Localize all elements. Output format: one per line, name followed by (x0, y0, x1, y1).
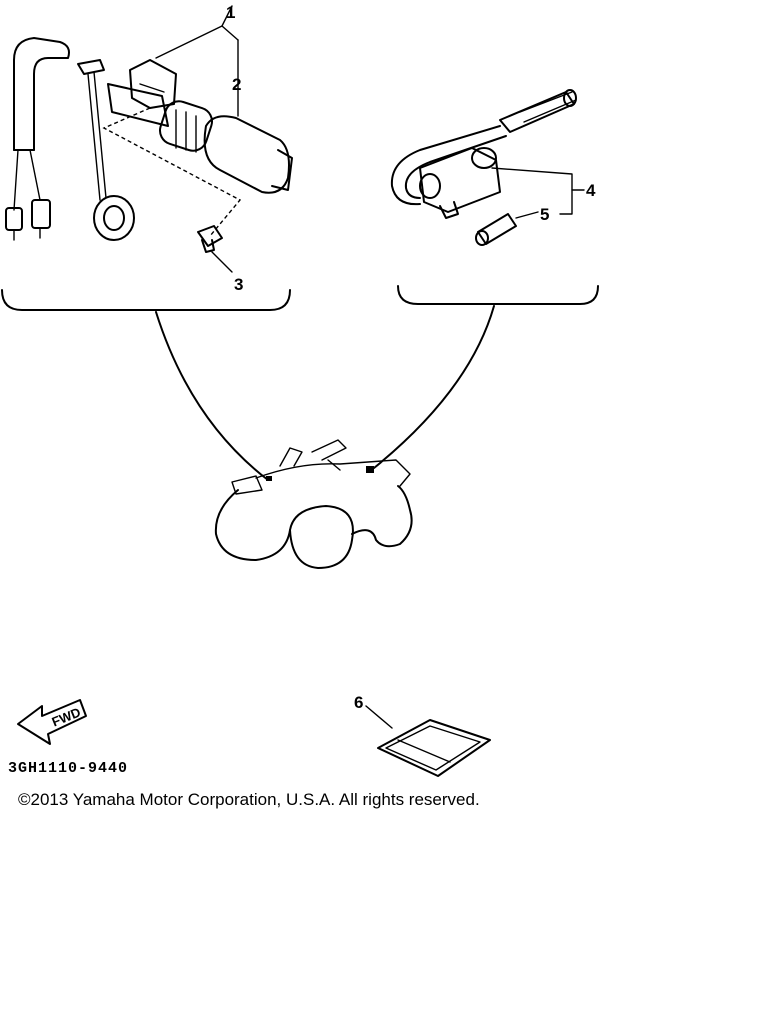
copyright-notice: ©2013 Yamaha Motor Corporation, U.S.A. A… (18, 790, 480, 809)
callout-2: 2 (232, 75, 241, 94)
atv-silhouette (214, 439, 413, 569)
callout-6: 6 (354, 693, 363, 712)
callout-5: 5 (540, 205, 549, 224)
right-assembly: 4 5 (390, 89, 599, 305)
callout-4: 4 (586, 181, 596, 200)
leader-curve-left (155, 311, 269, 481)
pad-part: 6 (354, 693, 491, 777)
diagram-code: 3GH1110-9440 (8, 760, 129, 777)
left-assembly: 1 2 3 (1, 3, 293, 311)
callout-1: 1 (226, 3, 235, 22)
leader-curve-right (373, 305, 495, 469)
callout-3: 3 (234, 275, 243, 294)
fwd-arrow-icon: FWD (17, 699, 87, 745)
